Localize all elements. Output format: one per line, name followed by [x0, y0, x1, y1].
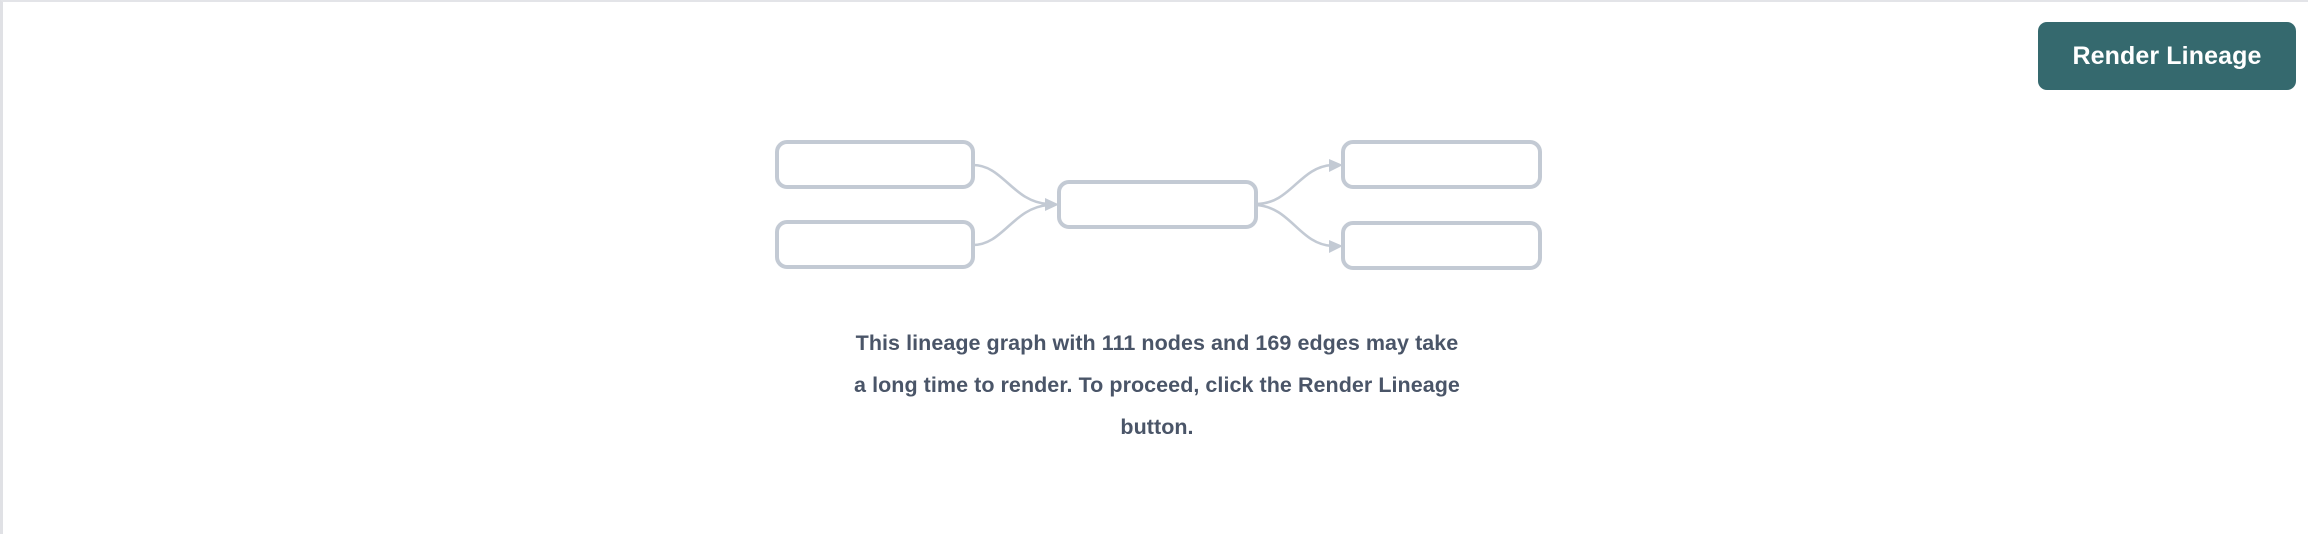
- graph-node-upstream-2: [775, 220, 975, 269]
- edge-focus-to-downstream-2: [1255, 203, 1333, 248]
- render-lineage-button[interactable]: Render Lineage: [2038, 22, 2296, 90]
- graph-edges: [972, 159, 1343, 253]
- graph-nodes: [775, 140, 1542, 270]
- graph-node-downstream-2: [1341, 221, 1542, 270]
- arrowhead-into-downstream-2: [1329, 240, 1343, 253]
- message-line-3: button.: [1120, 415, 1194, 439]
- graph-node-focus: [1057, 180, 1258, 229]
- lineage-warning-message: This lineage graph with 111 nodes and 16…: [3, 322, 2308, 448]
- edge-focus-to-downstream-1: [1255, 163, 1333, 206]
- edge-upstream-2-to-focus: [972, 203, 1049, 247]
- placeholder-lineage-graph: [775, 140, 1542, 270]
- edge-upstream-1-to-focus: [972, 163, 1049, 206]
- message-line-1: This lineage graph with 111 nodes and 16…: [855, 331, 1459, 355]
- graph-node-upstream-1: [775, 140, 975, 189]
- graph-node-downstream-1: [1341, 140, 1542, 189]
- arrowhead-into-downstream-1: [1329, 159, 1343, 172]
- arrowhead-into-focus: [1045, 198, 1059, 211]
- message-line-2: a long time to render. To proceed, click…: [854, 373, 1460, 397]
